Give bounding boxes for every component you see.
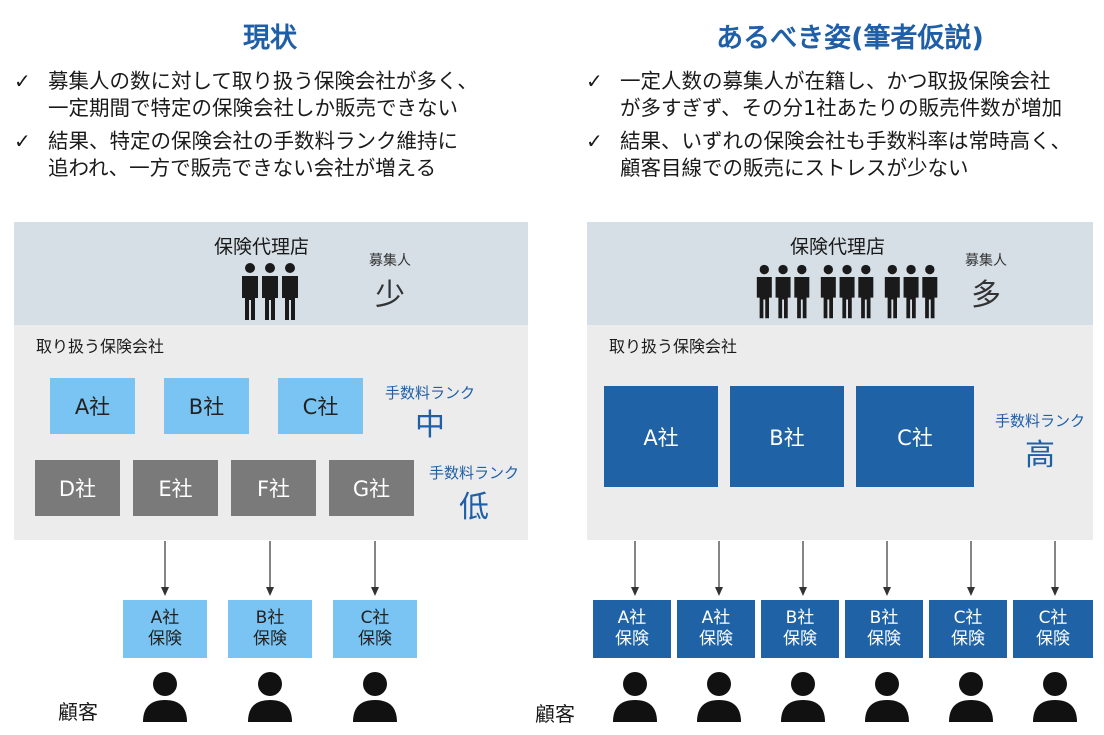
left-bullets: ✓ 募集人の数に対して取り扱う保険会社が多く、 一定期間で特定の保険会社しか販売… [14,68,554,188]
bullet-line: 一定期間で特定の保険会社しか販売できない [48,96,458,120]
company-box: E社 [133,460,218,516]
person-group-icon [884,264,938,319]
left-recruiter-label: 募集人 [369,253,411,269]
product-company: A社 [617,608,647,628]
customer-icon [781,672,825,722]
bullet-line: 一定人数の募集人が在籍し、かつ取扱保険会社 [620,69,1051,93]
company-box: A社 [604,386,718,487]
bullet-line: 結果、特定の保険会社の手数料ランク維持に [48,129,458,153]
product-type: 保険 [148,629,182,649]
check-icon: ✓ [14,129,31,153]
product-type: 保険 [615,629,649,649]
customer-icon [1033,672,1077,722]
bullet-line: 募集人の数に対して取り扱う保険会社が多く、 [48,69,478,93]
right-rank-value: 高 [1025,438,1055,473]
product-company: C社 [1038,608,1068,628]
company-box: C社 [856,386,974,487]
check-icon: ✓ [586,129,603,153]
company-box: B社 [730,386,844,487]
product-box: B社 保険 [761,600,839,658]
product-company: C社 [360,608,390,628]
left-companies-label: 取り扱う保険会社 [36,337,165,356]
customer-icon [353,672,397,722]
left-bottom-rank-value: 低 [459,490,489,525]
arrow-down-icon [1051,541,1059,596]
arrow-down-icon [715,541,723,596]
bullet-line: 追われ、一方で販売できない会社が増える [48,156,437,180]
left-customer-label: 顧客 [58,700,98,724]
person-group-icon [820,264,874,319]
left-agency-label: 保険代理店 [214,236,310,258]
right-bullet: ✓ 一定人数の募集人が在籍し、かつ取扱保険会社 が多すぎず、その分1社あたりの販… [586,68,1101,122]
left-top-rank-value: 中 [415,408,445,443]
product-box: C社 保険 [333,600,417,658]
left-title: 現状 [243,23,297,54]
product-company: C社 [953,608,983,628]
company-box: F社 [231,460,316,516]
person-group-icon [756,264,810,319]
left-bottom-rank-label: 手数料ランク [428,464,519,482]
arrow-down-icon [161,541,169,596]
product-box: C社 保険 [1013,600,1093,658]
left-top-rank-label: 手数料ランク [384,384,475,402]
bullet-line: 顧客目線での販売にストレスが少ない [620,156,969,180]
product-type: 保険 [951,629,985,649]
product-type: 保険 [783,629,817,649]
customer-icon [697,672,741,722]
product-box: C社 保険 [929,600,1007,658]
left-bullet: ✓ 結果、特定の保険会社の手数料ランク維持に 追われ、一方で販売できない会社が増… [14,128,554,182]
right-bullet: ✓ 結果、いずれの保険会社も手数料率は常時高く、 顧客目線での販売にストレスが少… [586,128,1101,182]
arrow-down-icon [631,541,639,596]
company-box: D社 [35,460,120,516]
right-companies-label: 取り扱う保険会社 [609,337,738,356]
company-box: A社 [50,378,135,434]
product-type: 保険 [867,629,901,649]
arrow-down-icon [883,541,891,596]
product-company: B社 [869,608,899,628]
product-type: 保険 [699,629,733,649]
right-title: あるべき姿(筆者仮説) [716,23,984,54]
customer-icon [143,672,187,722]
product-company: B社 [785,608,815,628]
arrow-down-icon [266,541,274,596]
company-box: C社 [278,378,363,434]
arrow-down-icon [967,541,975,596]
customer-icon [248,672,292,722]
right-recruiter-label: 募集人 [965,253,1007,269]
product-box: A社 保険 [593,600,671,658]
bullet-line: 結果、いずれの保険会社も手数料率は常時高く、 [620,129,1071,153]
right-customer-label: 顧客 [535,702,575,726]
right-agency-label: 保険代理店 [790,236,886,258]
check-icon: ✓ [586,69,603,93]
product-type: 保険 [253,629,287,649]
customer-icon [865,672,909,722]
product-box: B社 保険 [845,600,923,658]
company-box: B社 [164,378,249,434]
company-box: G社 [329,460,414,516]
person-group-icon [242,263,298,320]
right-recruiter-value: 多 [971,278,1001,313]
right-bullets: ✓ 一定人数の募集人が在籍し、かつ取扱保険会社 が多すぎず、その分1社あたりの販… [586,68,1101,188]
right-agency-header [587,222,1093,325]
check-icon: ✓ [14,69,31,93]
arrow-down-icon [371,541,379,596]
bullet-line: が多すぎず、その分1社あたりの販売件数が増加 [620,96,1063,120]
arrow-down-icon [799,541,807,596]
product-box: A社 保険 [677,600,755,658]
product-type: 保険 [358,629,392,649]
product-box: B社 保険 [228,600,312,658]
product-type: 保険 [1036,629,1070,649]
customer-icon [613,672,657,722]
product-box: A社 保険 [123,600,207,658]
right-rank-label: 手数料ランク [994,412,1085,430]
product-company: A社 [701,608,731,628]
customer-icon [949,672,993,722]
product-company: A社 [150,608,180,628]
left-bullet: ✓ 募集人の数に対して取り扱う保険会社が多く、 一定期間で特定の保険会社しか販売… [14,68,554,122]
product-company: B社 [255,608,285,628]
left-recruiter-value: 少 [375,278,405,313]
